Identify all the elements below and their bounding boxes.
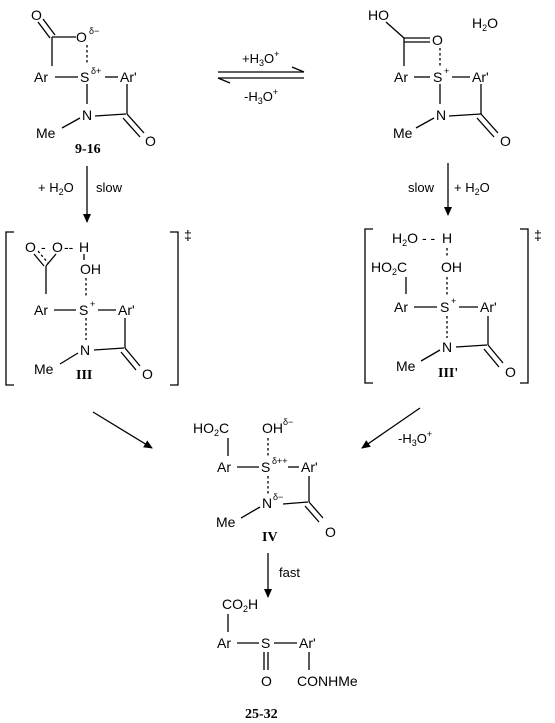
transition-state-iii: ‡ O - O -- H OH Ar S + Ar' N Me O III bbox=[5, 227, 192, 386]
atom-ar: Ar bbox=[394, 299, 408, 315]
atom-n: N bbox=[442, 339, 452, 355]
cond-right-water: + H2O bbox=[454, 180, 490, 197]
atom-n: N bbox=[82, 107, 92, 123]
atom-o-amide: O bbox=[500, 133, 511, 149]
product-25-32: CO2H Ar S Ar' O CONHMe 25-32 bbox=[217, 596, 358, 722]
cond-left-slow: slow bbox=[96, 180, 123, 195]
atom-o-right: O bbox=[52, 239, 63, 255]
atom-o-amide: O bbox=[505, 364, 516, 380]
atom-s: S bbox=[433, 69, 442, 85]
cond-fast: fast bbox=[279, 565, 300, 580]
atom-ar-prime: Ar' bbox=[299, 635, 316, 651]
compound-protonated: HO O H2O Ar S + Ar' N Me O bbox=[368, 7, 511, 149]
cond-eq-back: -H3O+ bbox=[244, 87, 278, 106]
atom-ar-prime: Ar' bbox=[118, 302, 135, 318]
water-ts: H2O bbox=[392, 230, 418, 248]
atom-o-amide: O bbox=[325, 524, 336, 540]
equilibrium-arrows: +H3O+ -H3O+ bbox=[217, 49, 305, 106]
charge-delta-minus: δ− bbox=[283, 417, 293, 427]
atom-o-delta: O bbox=[76, 29, 87, 45]
label-25-32: 25-32 bbox=[245, 707, 278, 722]
atom-s: S bbox=[261, 635, 270, 651]
hbond-dots: - - bbox=[422, 230, 436, 246]
atom-ar-prime: Ar' bbox=[472, 69, 489, 85]
atom-ar: Ar bbox=[34, 302, 48, 318]
atom-s: S bbox=[261, 459, 270, 475]
label-9-16: 9-16 bbox=[75, 142, 101, 157]
atom-ar: Ar bbox=[394, 69, 408, 85]
atom-o-amide: O bbox=[145, 133, 156, 149]
atom-me: Me bbox=[34, 361, 54, 377]
atom-o-protonated: O bbox=[432, 32, 443, 48]
ts-mark: ‡ bbox=[184, 227, 192, 243]
label-iv: IV bbox=[262, 530, 278, 545]
cond-left-water: + H2O bbox=[38, 180, 74, 197]
atom-ho: HO bbox=[368, 7, 389, 23]
group-conhme: CONHMe bbox=[297, 673, 358, 689]
atom-n: N bbox=[262, 495, 272, 511]
atom-me: Me bbox=[396, 358, 416, 374]
label-iii: III bbox=[76, 368, 92, 383]
atom-ar: Ar bbox=[34, 69, 48, 85]
atom-h: H bbox=[442, 230, 452, 246]
atom-o-sulfoxide: O bbox=[261, 673, 272, 689]
charge-delta-minus: δ− bbox=[89, 26, 99, 36]
label-iii-prime: III' bbox=[438, 366, 458, 381]
atom-me: Me bbox=[36, 125, 56, 141]
ts-mark: ‡ bbox=[534, 227, 542, 243]
atom-s: S bbox=[80, 69, 89, 85]
atom-ar-prime: Ar' bbox=[120, 69, 137, 85]
arrow-fast: fast bbox=[264, 553, 300, 598]
atom-o-carbonyl: O bbox=[31, 7, 42, 23]
atom-n: N bbox=[80, 342, 90, 358]
atom-h: H bbox=[79, 239, 89, 255]
arrows-converging: -H3O+ bbox=[92, 407, 432, 449]
group-ho2c: HO2C bbox=[193, 420, 229, 438]
atom-o-amide: O bbox=[142, 366, 153, 382]
cond-eq-forward: +H3O+ bbox=[242, 49, 279, 68]
water-top: H2O bbox=[472, 15, 498, 33]
charge-plus: + bbox=[444, 66, 449, 76]
arrow-left-slow: + H2O slow bbox=[38, 166, 123, 223]
atom-ar: Ar bbox=[217, 459, 231, 475]
atom-me: Me bbox=[393, 125, 413, 141]
charge-delta-minus-n: δ− bbox=[273, 492, 283, 502]
charge-delta-pp: δ++ bbox=[272, 456, 288, 466]
compound-9-16: O O δ− Ar S δ+ Ar' N Me O 9-16 bbox=[31, 7, 156, 157]
cond-right-slow: slow bbox=[408, 180, 435, 195]
atom-s: S bbox=[79, 302, 88, 318]
charge-plus: + bbox=[451, 296, 456, 306]
transition-state-iii-prime: ‡ H2O - - H HO2C OH Ar S + Ar' N Me O II… bbox=[364, 227, 542, 384]
charge-delta-plus: δ+ bbox=[91, 66, 101, 76]
atom-oh: OH bbox=[80, 261, 101, 277]
cond-minus-h3o: -H3O+ bbox=[398, 429, 432, 448]
charge-minus: - bbox=[41, 239, 46, 255]
atom-ar-prime: Ar' bbox=[301, 459, 318, 475]
atom-ar: Ar bbox=[217, 635, 231, 651]
charge-plus: + bbox=[90, 299, 95, 309]
atom-oh: OH bbox=[441, 259, 462, 275]
group-ho2c: HO2C bbox=[371, 259, 407, 277]
arrow-right-slow: slow + H2O bbox=[408, 163, 490, 216]
intermediate-iv: HO2C OH δ− Ar S δ++ Ar' N δ− Me O IV bbox=[193, 417, 336, 545]
hbond-dots: -- bbox=[64, 239, 74, 255]
atom-me: Me bbox=[216, 514, 236, 530]
group-co2h: CO2H bbox=[222, 596, 258, 614]
atom-oh: OH bbox=[262, 420, 283, 436]
atom-ar-prime: Ar' bbox=[480, 299, 497, 315]
atom-n: N bbox=[436, 107, 446, 123]
atom-o-left: O bbox=[25, 239, 36, 255]
atom-s: S bbox=[440, 299, 449, 315]
